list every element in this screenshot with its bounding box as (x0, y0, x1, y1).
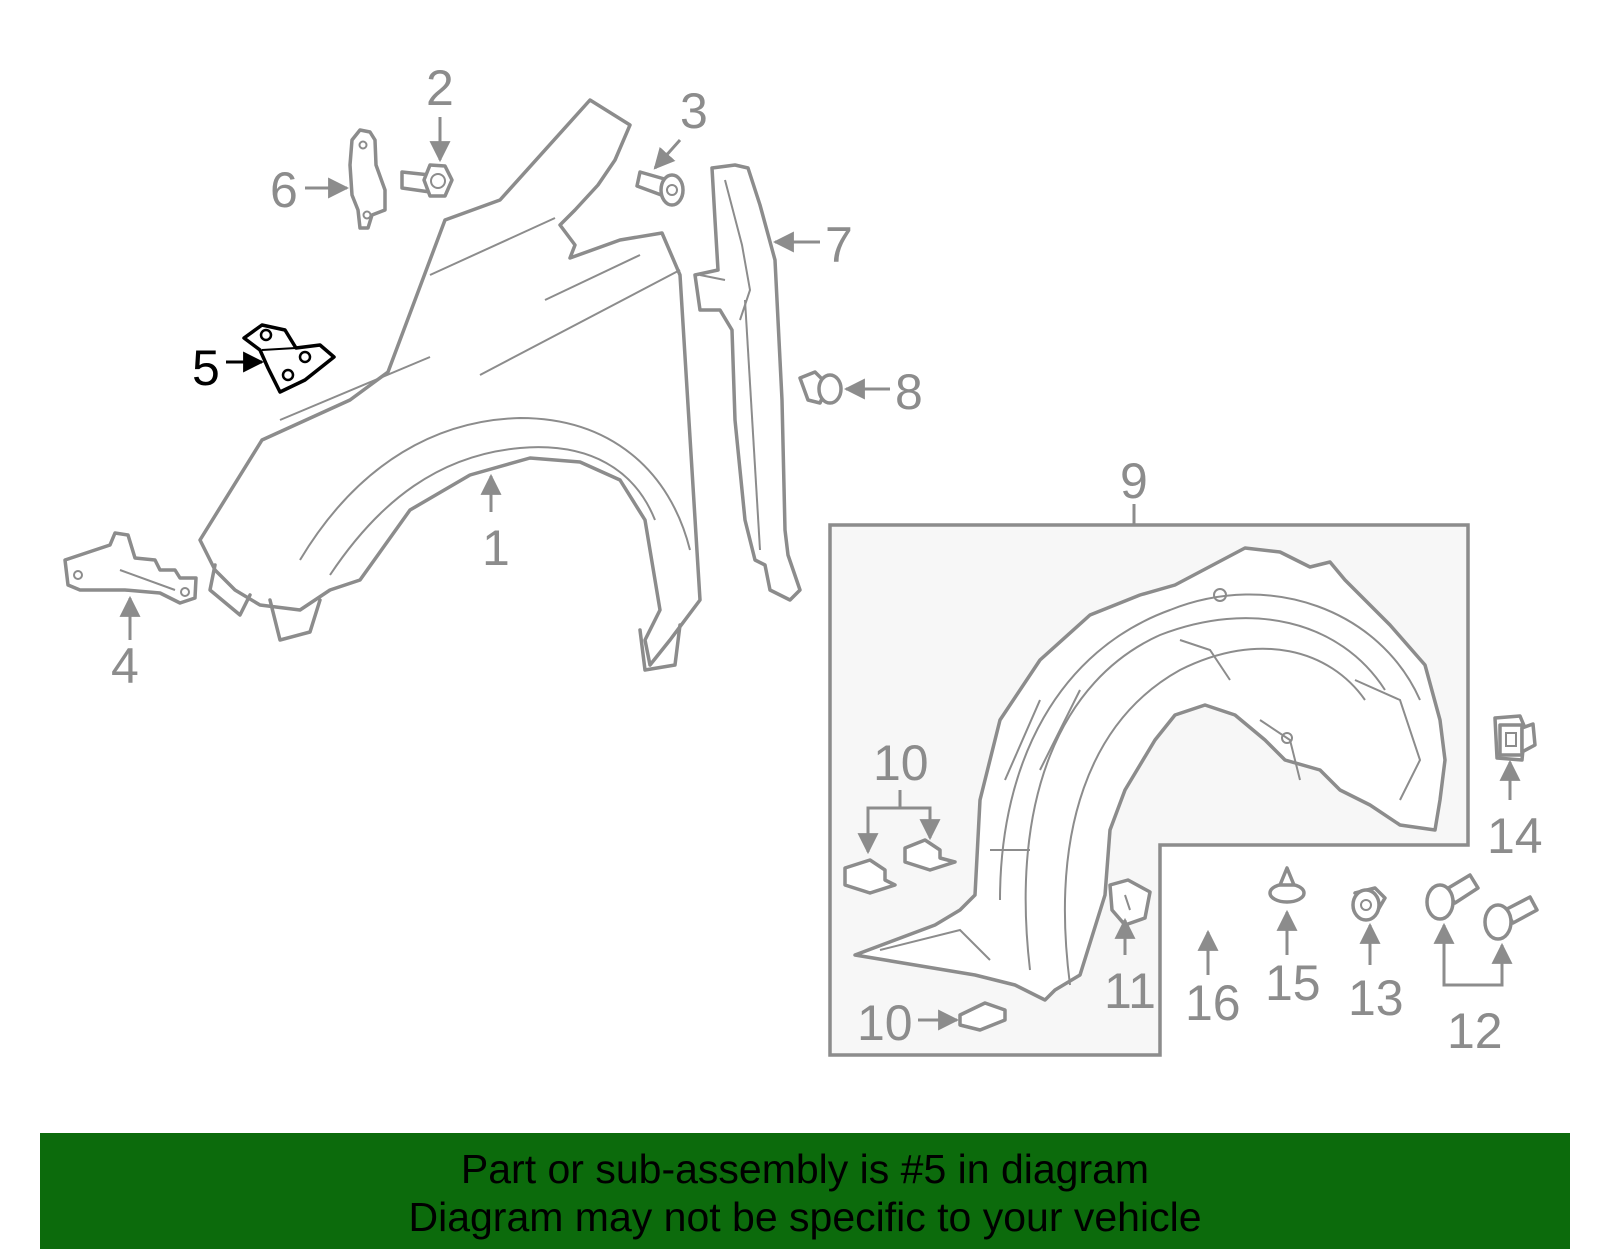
callout-15: 15 (1265, 955, 1321, 1011)
callout-11: 11 (1104, 963, 1156, 1019)
info-banner: Part or sub-assembly is #5 in diagram Di… (40, 1133, 1570, 1249)
parts-diagram: 1 2 3 4 5 6 (63, 60, 1543, 1059)
bracket-part-4 (63, 531, 198, 605)
callout-10-upper: 10 (873, 735, 929, 791)
clip-part-13 (1351, 886, 1387, 922)
callout-4: 4 (111, 638, 139, 694)
callout-1: 1 (482, 520, 510, 576)
callout-2: 2 (426, 60, 454, 116)
callout-9: 9 (1120, 453, 1148, 509)
bracket-part-5-highlighted (242, 323, 336, 394)
callout-8: 8 (895, 364, 923, 420)
grommet-part-15 (1268, 866, 1306, 904)
callout-13: 13 (1348, 970, 1404, 1026)
callout-10-lower: 10 (857, 995, 913, 1051)
seal-part-7 (693, 163, 802, 602)
callout-12: 12 (1447, 1003, 1503, 1059)
banner-line-1: Part or sub-assembly is #5 in diagram (460, 1146, 1150, 1192)
banner-line-2: Diagram may not be specific to your vehi… (408, 1194, 1202, 1240)
fender-part (198, 98, 702, 672)
callout-3: 3 (680, 83, 708, 139)
clip-part-8 (798, 370, 843, 405)
bolt-part-3 (635, 170, 685, 207)
clip-part-10-lower (958, 1001, 1007, 1032)
callout-6: 6 (270, 162, 298, 218)
clips-part-10-upper (843, 838, 957, 895)
callout-5: 5 (192, 340, 220, 396)
nut-part-11 (1108, 878, 1152, 927)
nut-part-14 (1493, 714, 1537, 762)
bolt-part-2 (400, 163, 454, 198)
callout-7: 7 (825, 217, 853, 273)
fender-liner-part (853, 546, 1447, 1002)
brace-part-6 (348, 128, 387, 230)
bolts-part-12 (1425, 873, 1539, 941)
callout-16: 16 (1185, 975, 1241, 1031)
callout-14: 14 (1487, 808, 1543, 864)
